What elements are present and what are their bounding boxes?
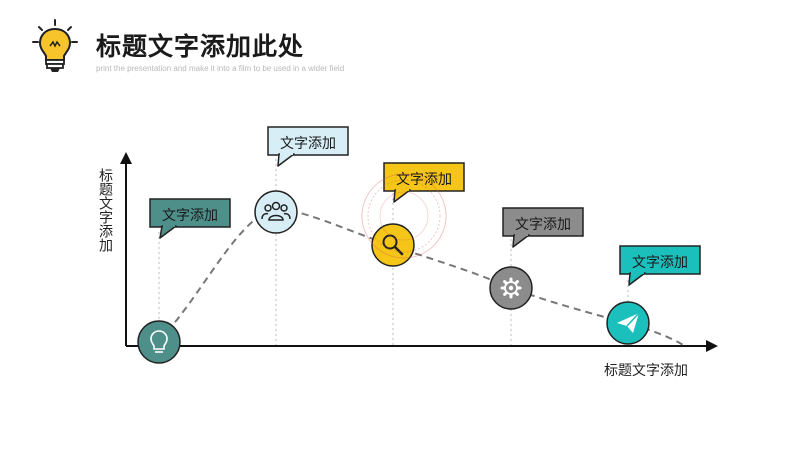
search-icon [371, 223, 415, 267]
callout-text-4: 文字添加 [515, 216, 571, 232]
callout-box-1 [149, 198, 231, 239]
y-axis-arrow [120, 152, 132, 164]
callout-box-5 [619, 245, 701, 286]
lightbulb-icon [32, 19, 78, 72]
x-axis-label: 标题文字添加 [604, 362, 688, 378]
page-subtitle: print the presentation and make it into … [96, 64, 345, 73]
y-axis-label: 标题文字添加 [98, 168, 114, 252]
paper-plane-icon [606, 301, 650, 345]
callout-text-2: 文字添加 [280, 135, 336, 151]
page-title: 标题文字添加此处 [96, 33, 305, 61]
callout-text-5: 文字添加 [632, 254, 688, 270]
callout-text-3: 文字添加 [396, 171, 452, 187]
gear-icon [489, 266, 533, 310]
people-icon [254, 190, 298, 234]
callout-box-2 [267, 126, 349, 167]
x-axis-arrow [706, 340, 718, 352]
lightbulb-icon [137, 320, 181, 364]
callout-box-3 [383, 162, 465, 203]
callout-text-1: 文字添加 [162, 207, 218, 223]
callout-box-4 [502, 207, 584, 248]
watermark-stamp [361, 173, 447, 259]
